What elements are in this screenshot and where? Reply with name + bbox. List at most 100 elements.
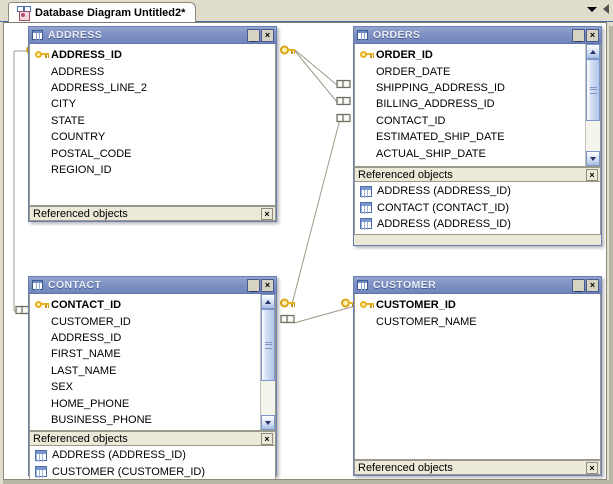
column-row[interactable]: ADDRESS_ID <box>30 47 275 63</box>
table-title-bar[interactable]: CONTACT _ × <box>29 277 276 294</box>
diagram-canvas[interactable]: ADDRESS _ × ADDRESS_ID ADDRESS ADDRESS_L… <box>3 22 607 480</box>
fk-link-glyph <box>336 79 351 89</box>
column-row[interactable]: ORDER_ID <box>355 47 585 63</box>
tab-database-diagram[interactable]: Database Diagram Untitled2* <box>8 2 197 22</box>
scroll-down-button[interactable] <box>261 415 275 430</box>
column-row[interactable]: CITY <box>30 96 275 112</box>
column-row[interactable]: SEX <box>30 379 260 395</box>
column-row[interactable]: SHIPPING_ADDRESS_ID <box>355 80 585 96</box>
column-row[interactable]: ORDER_DATE <box>355 63 585 79</box>
column-name: CITY <box>51 98 77 111</box>
referenced-objects-bar[interactable]: Referenced objects × <box>29 206 276 221</box>
scroll-down-button[interactable] <box>586 151 600 166</box>
scrollbar-track[interactable] <box>586 59 600 151</box>
referenced-object-label: ADDRESS (ADDRESS_ID) <box>377 217 511 230</box>
close-button[interactable]: × <box>261 28 274 42</box>
key-slot-empty <box>359 316 376 327</box>
chevron-down-icon[interactable] <box>587 6 597 12</box>
table-title-bar[interactable]: CUSTOMER _ × <box>354 277 601 294</box>
close-button[interactable]: × <box>261 278 274 292</box>
referenced-objects-bar[interactable]: Referenced objects × <box>354 460 601 475</box>
column-list-panel[interactable]: ADDRESS_ID ADDRESS ADDRESS_LINE_2 CITY S… <box>29 44 276 206</box>
minimize-button[interactable]: _ <box>572 278 585 293</box>
key-slot-empty <box>34 398 51 409</box>
referenced-objects-bar[interactable]: Referenced objects × <box>354 167 601 182</box>
column-name: POSTAL_CODE <box>51 147 132 160</box>
column-row[interactable]: ACTUAL_SHIP_DATE <box>355 145 585 161</box>
column-row[interactable]: HOME_PHONE <box>30 395 260 411</box>
column-list[interactable]: ADDRESS_ID ADDRESS ADDRESS_LINE_2 CITY S… <box>30 44 275 205</box>
minimize-button[interactable]: _ <box>572 28 585 43</box>
column-row[interactable]: POSTAL_CODE <box>30 145 275 161</box>
list-item[interactable]: CUSTOMER (CUSTOMER_ID) <box>30 463 275 479</box>
canvas-shadow-bottom <box>3 480 613 484</box>
referenced-objects-label: Referenced objects <box>358 461 453 474</box>
scrollbar-thumb[interactable] <box>261 309 275 381</box>
column-row[interactable]: CUSTOMER_ID <box>355 297 600 313</box>
column-list[interactable]: CUSTOMER_ID CUSTOMER_NAME <box>355 294 600 459</box>
referenced-objects-close-icon[interactable]: × <box>261 432 273 445</box>
column-row[interactable]: COUNTRY <box>30 129 275 145</box>
column-row[interactable]: FIRST_NAME <box>30 346 260 362</box>
table-window-orders[interactable]: ORDERS _ × ORDER_ID ORDER_DATE SHIPPING_… <box>353 26 602 246</box>
scrollbar-track[interactable] <box>261 309 275 415</box>
column-row[interactable]: ADDRESS <box>30 63 275 79</box>
table-icon <box>357 30 368 40</box>
column-list-scrollbar[interactable] <box>260 294 275 430</box>
column-row[interactable]: STATE <box>30 113 275 129</box>
referenced-objects-bar[interactable]: Referenced objects × <box>29 431 276 446</box>
referenced-objects-list[interactable]: ADDRESS (ADDRESS_ID) CUSTOMER (CUSTOMER_… <box>29 446 276 479</box>
key-icon <box>360 300 374 310</box>
column-name: ADDRESS_ID <box>51 331 122 344</box>
column-row[interactable]: CUSTOMER_ID <box>30 313 260 329</box>
column-row[interactable]: ESTIMATED_SHIP_DATE <box>355 129 585 145</box>
column-row[interactable]: LAST_NAME <box>30 363 260 379</box>
column-row[interactable]: BUSINESS_PHONE <box>30 412 260 428</box>
column-row[interactable]: BILLING_ADDRESS_ID <box>355 96 585 112</box>
column-row[interactable]: CONTACT_ID <box>30 297 260 313</box>
column-name: COUNTRY <box>51 131 106 144</box>
close-button[interactable]: × <box>586 278 599 292</box>
list-item[interactable]: ADDRESS (ADDRESS_ID) <box>355 216 600 232</box>
column-list[interactable]: CONTACT_ID CUSTOMER_ID ADDRESS_ID FIRST_… <box>30 294 260 430</box>
column-list-panel[interactable]: ORDER_ID ORDER_DATE SHIPPING_ADDRESS_ID … <box>354 44 601 167</box>
list-item[interactable]: CONTACT (CONTACT_ID) <box>355 199 600 215</box>
column-row[interactable]: CONTACT_ID <box>355 113 585 129</box>
column-list-panel[interactable]: CONTACT_ID CUSTOMER_ID ADDRESS_ID FIRST_… <box>29 294 276 431</box>
column-row[interactable]: REGION_ID <box>30 162 275 178</box>
column-name: CONTACT_ID <box>376 114 446 127</box>
minimize-button[interactable]: _ <box>247 28 260 43</box>
column-row[interactable]: CUSTOMER_NAME <box>355 313 600 329</box>
table-window-address[interactable]: ADDRESS _ × ADDRESS_ID ADDRESS ADDRESS_L… <box>28 26 277 222</box>
referenced-objects-close-icon[interactable]: × <box>586 461 598 474</box>
column-row[interactable]: ADDRESS_LINE_2 <box>30 80 275 96</box>
referenced-objects-close-icon[interactable]: × <box>586 168 598 181</box>
minimize-button[interactable]: _ <box>247 278 260 293</box>
pk-key-glyph <box>280 45 296 55</box>
scroll-up-button[interactable] <box>586 44 600 59</box>
column-name: SEX <box>51 381 74 394</box>
table-window-customer[interactable]: CUSTOMER _ × CUSTOMER_ID CUSTOMER_NAME R… <box>353 276 602 476</box>
list-item[interactable]: ADDRESS (ADDRESS_ID) <box>30 447 275 463</box>
column-list-scrollbar[interactable] <box>585 44 600 166</box>
table-title-bar[interactable]: ADDRESS _ × <box>29 27 276 44</box>
referenced-objects-list[interactable]: ADDRESS (ADDRESS_ID) CONTACT (CONTACT_ID… <box>354 182 601 236</box>
table-window-contact[interactable]: CONTACT _ × CONTACT_ID CUSTOMER_ID ADDRE… <box>28 276 277 479</box>
key-slot-empty <box>34 414 51 425</box>
close-button[interactable]: × <box>586 28 599 42</box>
column-name: ADDRESS_ID <box>51 49 122 62</box>
table-title-bar[interactable]: ORDERS _ × <box>354 27 601 44</box>
column-row[interactable]: ADDRESS_ID <box>30 330 260 346</box>
fk-link-glyph <box>280 314 295 324</box>
list-item[interactable]: ADDRESS (ADDRESS_ID) <box>355 183 600 199</box>
fk-link-glyph <box>336 96 351 106</box>
nav-left-icon[interactable] <box>603 4 609 14</box>
column-list-panel[interactable]: CUSTOMER_ID CUSTOMER_NAME <box>354 294 601 460</box>
minimize-glyph: _ <box>250 30 257 43</box>
column-list[interactable]: ORDER_ID ORDER_DATE SHIPPING_ADDRESS_ID … <box>355 44 585 166</box>
column-name: ADDRESS <box>51 65 105 78</box>
referenced-objects-close-icon[interactable]: × <box>261 207 273 220</box>
fk-link-glyph <box>336 113 351 123</box>
scroll-up-button[interactable] <box>261 294 275 309</box>
scrollbar-thumb[interactable] <box>586 59 600 121</box>
